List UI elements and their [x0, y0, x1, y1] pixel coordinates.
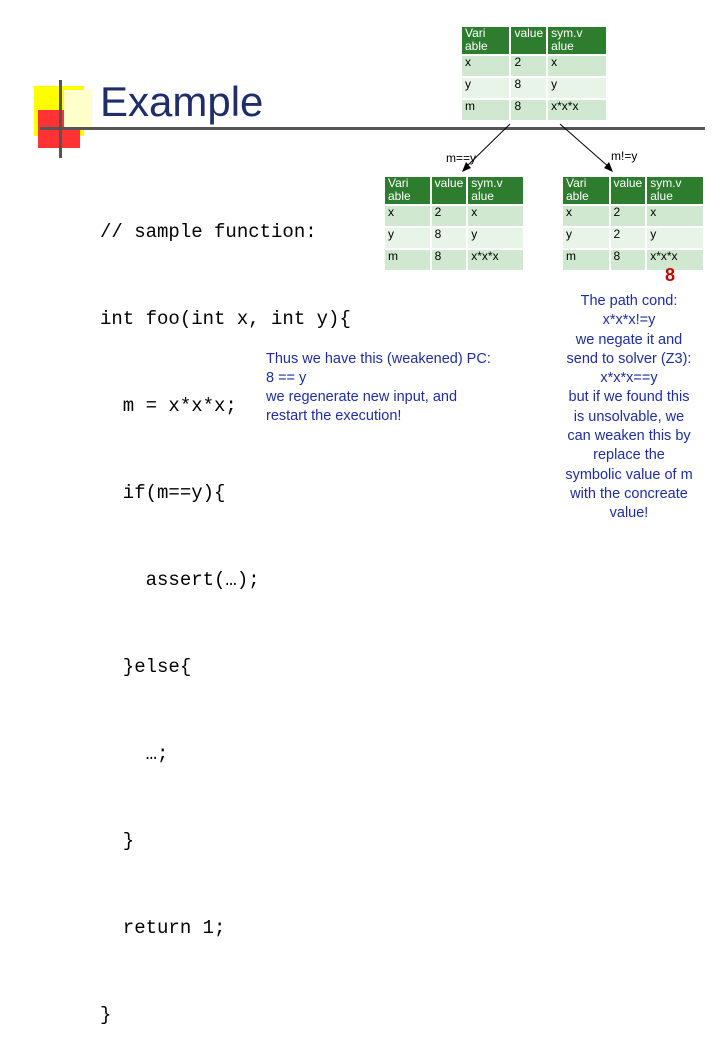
arrow-left-head	[462, 162, 471, 172]
path-note-line: value!	[609, 505, 649, 522]
path-note-line: x*x*x!=y	[602, 312, 656, 329]
path-note-line: The path cond:	[580, 293, 678, 309]
header-variable: Vari able	[462, 27, 510, 54]
table-cell: 2	[511, 56, 547, 76]
variable-table-eq-branch: Vari able value sym.v alue x 2 x y 8 y m…	[383, 175, 525, 272]
table-cell: y	[647, 228, 703, 248]
header-value: value	[431, 177, 467, 204]
pc-note-line: 8 == y	[266, 370, 307, 386]
header-variable: Vari able	[563, 177, 609, 204]
table-cell: 2	[610, 206, 646, 226]
path-note-line: but if we found this	[568, 389, 690, 406]
header-symvalue: sym.v alue	[548, 27, 606, 54]
path-note-line: symbolic value of m	[565, 466, 693, 483]
table-cell: y	[385, 228, 430, 248]
branch-label-neq: m!=y	[611, 149, 638, 163]
table-cell: 8	[431, 250, 467, 270]
arrow-right-line	[559, 123, 611, 169]
code-line: m = x*x*x;	[100, 395, 237, 417]
table-cell: 2	[431, 206, 467, 226]
table-cell: y	[563, 228, 609, 248]
arrow-right-head	[604, 162, 613, 172]
path-note-line: is unsolvable, we	[573, 408, 685, 425]
pc-note: Thus we have this (weakened) PC: 8 == y …	[266, 350, 491, 426]
header-symvalue: sym.v alue	[647, 177, 703, 204]
pc-note-line: we regenerate new input, and	[266, 389, 458, 405]
variable-table-initial: Vari able value sym.v alue x 2 x y 8 y m…	[460, 25, 608, 122]
code-line: …;	[100, 743, 169, 765]
pc-note-line: Thus we have this (weakened) PC:	[266, 351, 491, 367]
concrete-value-overlay: 8	[665, 265, 676, 285]
table-cell: x	[385, 206, 430, 226]
table-cell: 8	[511, 100, 547, 120]
code-line: if(m==y){	[100, 482, 226, 504]
table-cell: x	[647, 206, 703, 226]
code-line: }else{	[100, 656, 192, 678]
slide-title: Example	[100, 78, 264, 125]
path-cond-note: The path cond: x*x*x!=y we negate it and…	[554, 292, 704, 524]
path-note-line: we negate it and	[575, 331, 683, 348]
table-cell: 8	[431, 228, 467, 248]
variable-table-neq-branch: Vari able value sym.v alue x 2 x y 2 y m…	[561, 175, 705, 272]
path-note-line: replace the	[593, 447, 665, 464]
table-cell: y	[548, 78, 606, 98]
table-cell: m	[462, 100, 510, 120]
table-cell: 8	[610, 250, 646, 270]
decor-vertical-bar	[59, 80, 62, 158]
path-note-line: x*x*x==y	[600, 370, 658, 387]
code-line: }	[100, 1004, 112, 1026]
decor-horizontal-rule	[40, 127, 705, 130]
path-note-line: can weaken this by	[567, 428, 691, 445]
table-cell: 8	[511, 78, 547, 98]
header-value: value	[610, 177, 646, 204]
branch-arrows	[462, 123, 613, 172]
decor-light-square	[64, 90, 92, 128]
path-note-line: with the concreate	[570, 485, 688, 502]
table-cell: x*x*x	[647, 250, 703, 270]
header-value: value	[511, 27, 547, 54]
code-line: }	[100, 830, 135, 852]
code-line: return 1;	[100, 917, 226, 939]
table-cell: m	[563, 250, 609, 270]
table-cell: x	[462, 56, 510, 76]
table-cell: x	[563, 206, 609, 226]
pc-note-line: restart the execution!	[266, 408, 402, 424]
path-note-line: send to solver (Z3):	[566, 350, 692, 367]
table-cell: y	[468, 228, 523, 248]
table-cell: x	[468, 206, 523, 226]
header-symvalue: sym.v alue	[468, 177, 523, 204]
table-cell: x*x*x	[548, 100, 606, 120]
arrow-left-line	[464, 123, 511, 169]
table-cell: m	[385, 250, 430, 270]
code-line: // sample function:	[100, 221, 317, 243]
table-cell: y	[462, 78, 510, 98]
table-cell: 2	[610, 228, 646, 248]
branch-label-eq: m==y	[446, 151, 477, 165]
table-cell: x	[548, 56, 606, 76]
code-line: int foo(int x, int y){	[100, 308, 351, 330]
header-variable: Vari able	[385, 177, 430, 204]
code-line: assert(…);	[100, 569, 260, 591]
table-cell: x*x*x	[468, 250, 523, 270]
